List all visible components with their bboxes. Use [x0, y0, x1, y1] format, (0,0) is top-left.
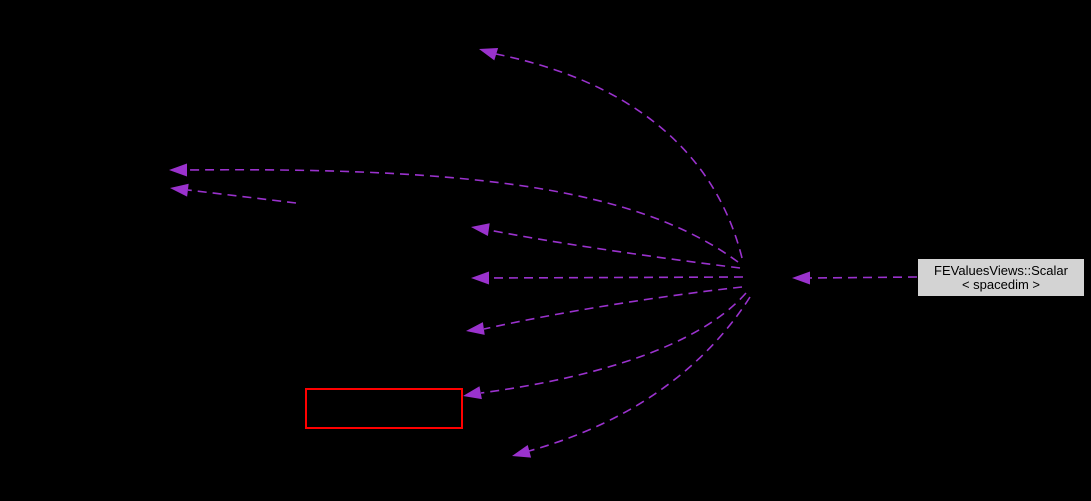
- edge-to-mid-node-3-arrowhead-icon: [466, 322, 485, 335]
- node-fevaluesviews-scalar-spacedim[interactable]: FEValuesViews::Scalar < spacedim >: [917, 258, 1085, 297]
- edge-to-top-node-arrowhead-icon: [479, 48, 499, 61]
- edge-to-truncated-node: [480, 292, 747, 394]
- edge-left-short-arrowhead-icon: [170, 183, 189, 197]
- edge-to-bottom-node-arrowhead-icon: [512, 445, 532, 458]
- edge-left-short: [187, 189, 297, 204]
- edge-to-mid-node-1: [488, 229, 741, 269]
- edge-to-top-node: [495, 53, 743, 259]
- edge-from-scalar-spacedim: [809, 276, 918, 279]
- edge-to-bottom-node: [528, 296, 751, 452]
- edge-from-scalar-spacedim-arrowhead-icon: [792, 271, 810, 285]
- edge-to-truncated-node-arrowhead-icon: [463, 386, 482, 400]
- node-label-line2: < spacedim >: [961, 276, 1041, 292]
- edge-to-left-node-arrowhead-icon: [169, 163, 187, 177]
- node-label-line1: FEValuesViews::Scalar: [934, 262, 1068, 278]
- edge-to-mid-node-2-arrowhead-icon: [471, 271, 489, 285]
- edge-to-mid-node-3: [483, 286, 743, 330]
- edge-to-mid-node-1-arrowhead-icon: [471, 223, 490, 236]
- edge-to-mid-node-2: [488, 276, 744, 279]
- truncated-node-box[interactable]: [305, 388, 463, 429]
- edge-to-left-node: [186, 168, 739, 263]
